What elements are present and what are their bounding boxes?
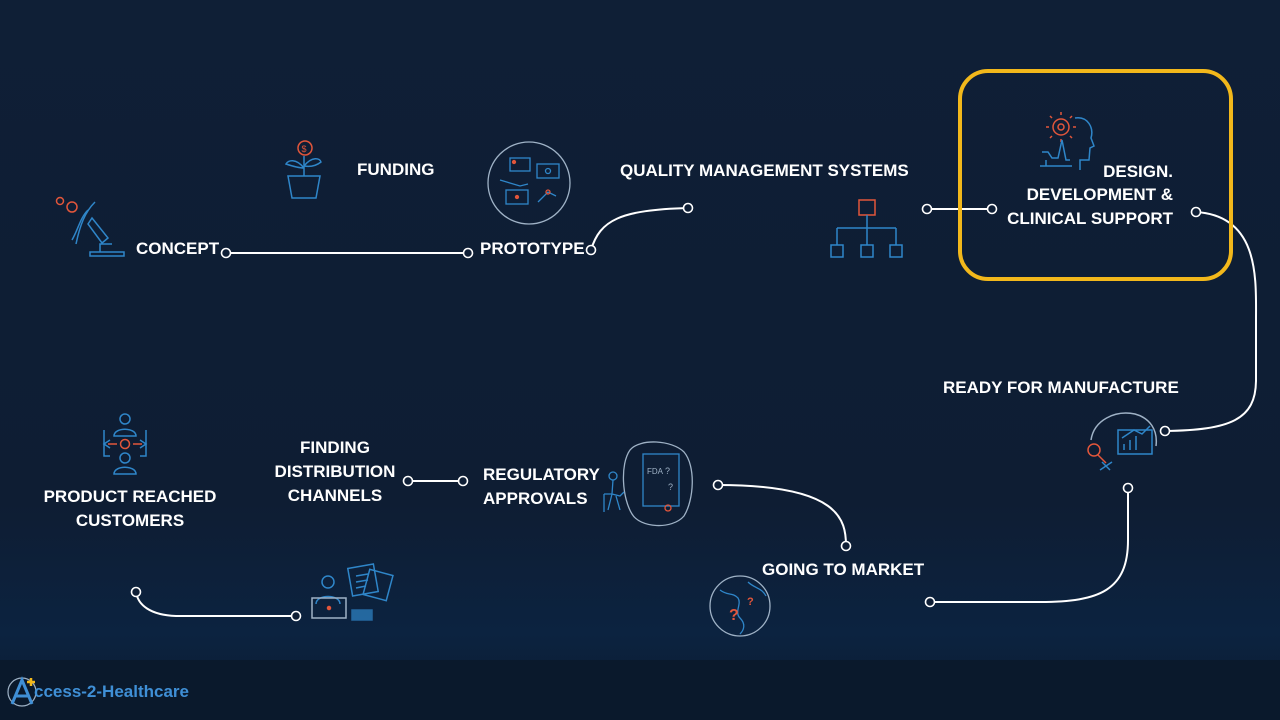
laptop-documents-icon — [311, 563, 394, 621]
node — [840, 540, 852, 552]
node — [220, 247, 232, 259]
stage-going-label: GOING TO MARKET — [762, 560, 925, 579]
manufacture-analytics-icon — [1087, 412, 1158, 471]
node — [712, 479, 724, 491]
connector-lines — [135, 207, 1258, 617]
stage-distribution-label-line3: CHANNELS — [287, 486, 383, 505]
svg-text:$: $ — [302, 144, 307, 154]
node — [130, 586, 142, 598]
stage-qms-label: QUALITY MANAGEMENT SYSTEMS — [620, 161, 909, 180]
node — [1159, 425, 1171, 437]
stage-design-label-line2: DEVELOPMENT & — [1026, 185, 1173, 204]
stage-design-label-line1: DESIGN. — [1103, 162, 1173, 181]
node — [921, 203, 933, 215]
node — [682, 202, 694, 214]
svg-text:?: ? — [747, 596, 754, 608]
customer-network-icon — [102, 413, 148, 475]
highlight-box — [958, 69, 1233, 281]
prototype-devices-icon — [487, 141, 571, 225]
stage-distribution-label-line2: DISTRIBUTION — [274, 462, 396, 481]
stage-distribution-label-line1: FINDING — [300, 438, 370, 457]
org-chart-icon — [830, 199, 903, 258]
stage-regulatory-label-line2: APPROVALS — [483, 489, 588, 508]
connector-going-regulatory — [717, 484, 847, 547]
money-plant-icon: $ — [284, 140, 322, 199]
connector-prototype-qms — [590, 207, 689, 251]
svg-text:?: ? — [668, 482, 673, 492]
stage-product-label-line2: CUSTOMERS — [75, 511, 185, 530]
node — [1122, 482, 1134, 494]
svg-text:?: ? — [729, 607, 739, 624]
connector-nodes — [130, 202, 1202, 622]
stage-product-label-line1: PRODUCT REACHED — [43, 487, 217, 506]
footer-band — [0, 660, 1280, 720]
node — [924, 596, 936, 608]
stage-design-label-line3: CLINICAL SUPPORT — [1007, 209, 1173, 228]
node — [290, 610, 302, 622]
stage-concept-label: CONCEPT — [136, 239, 220, 258]
svg-text:?: ? — [665, 466, 670, 476]
node — [585, 244, 597, 256]
node — [986, 203, 998, 215]
stage-funding-label: FUNDING — [357, 160, 435, 179]
stage-prototype-label: PROTOTYPE — [480, 239, 585, 258]
fda-document-icon: FDA ? ? — [603, 441, 693, 527]
node — [462, 247, 474, 259]
connector-ready-going — [930, 488, 1129, 603]
connector-design-ready — [1164, 211, 1258, 432]
head-gear-icon — [1040, 112, 1095, 170]
svg-text:FDA: FDA — [647, 467, 664, 476]
stage-regulatory-label-line1: REGULATORY — [483, 465, 600, 484]
node — [402, 475, 414, 487]
node — [457, 475, 469, 487]
globe-question-icon: ? ? — [709, 575, 771, 637]
logo-a-icon — [7, 676, 37, 707]
node — [1190, 206, 1202, 218]
logo-text: ccess-2-Healthcare — [34, 682, 189, 701]
stage-ready-label: READY FOR MANUFACTURE — [943, 378, 1179, 397]
microscope-gear-icon — [55, 196, 125, 257]
connector-distribution-product — [135, 591, 296, 617]
